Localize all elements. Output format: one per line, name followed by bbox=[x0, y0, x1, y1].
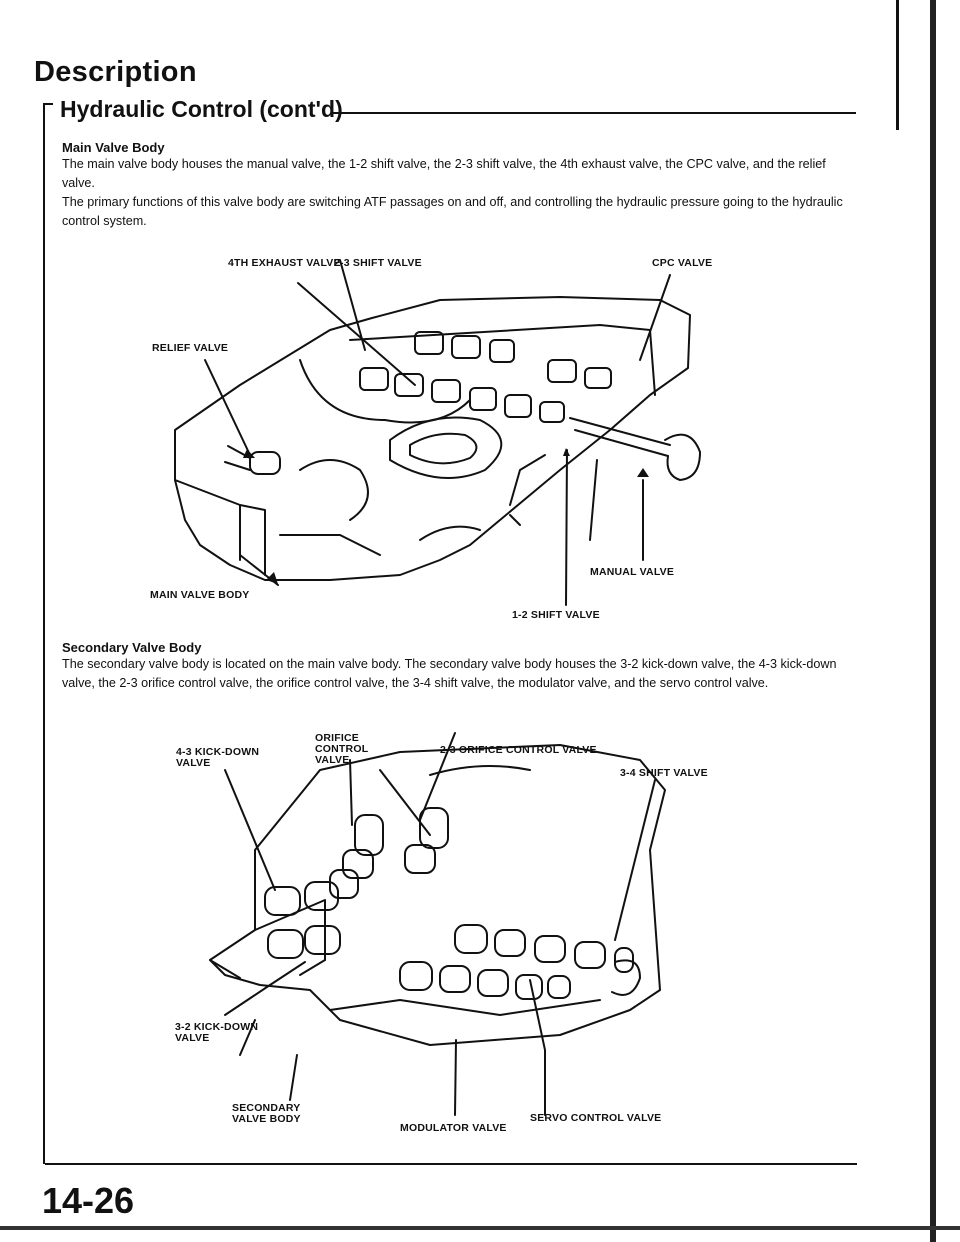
page-number: 14-26 bbox=[42, 1180, 134, 1222]
scan-bottom-edge bbox=[0, 1226, 960, 1230]
scan-edge-mark bbox=[896, 0, 899, 130]
secondary-valve-body-drawing bbox=[210, 733, 665, 1115]
label-relief-valve: RELIEF VALVE bbox=[152, 342, 228, 354]
secondary-valve-heading: Secondary Valve Body bbox=[62, 640, 201, 655]
label-2-3-orifice-control-valve: 2-3 ORIFICE CONTROL VALVE bbox=[440, 744, 597, 756]
label-manual-valve: MANUAL VALVE bbox=[590, 566, 674, 578]
label-3-4-shift-valve: 3-4 SHIFT VALVE bbox=[620, 767, 708, 779]
label-cpc-valve: CPC VALVE bbox=[652, 257, 712, 269]
footer-rule bbox=[45, 1163, 857, 1165]
label-4th-exhaust-valve: 4TH EXHAUST VALVE bbox=[228, 257, 341, 269]
main-valve-body-drawing bbox=[175, 260, 700, 605]
label-1-2-shift-valve: 1-2 SHIFT VALVE bbox=[512, 609, 600, 621]
scan-edge-bar bbox=[930, 0, 936, 1242]
label-main-valve-body: MAIN VALVE BODY bbox=[150, 589, 249, 601]
label-4-3-kick-down-valve: 4-3 KICK-DOWN VALVE bbox=[176, 747, 261, 769]
label-orifice-control-valve: ORIFICE CONTROL VALVE bbox=[315, 733, 395, 766]
label-2-3-shift-valve: 2-3 SHIFT VALVE bbox=[334, 257, 422, 269]
label-3-2-kick-down-valve: 3-2 KICK-DOWN VALVE bbox=[175, 1022, 260, 1044]
label-secondary-valve-body: SECONDARY VALVE BODY bbox=[232, 1103, 312, 1125]
label-modulator-valve: MODULATOR VALVE bbox=[400, 1122, 507, 1134]
label-servo-control-valve: SERVO CONTROL VALVE bbox=[530, 1112, 661, 1124]
secondary-valve-paragraph: The secondary valve body is located on t… bbox=[62, 655, 852, 693]
